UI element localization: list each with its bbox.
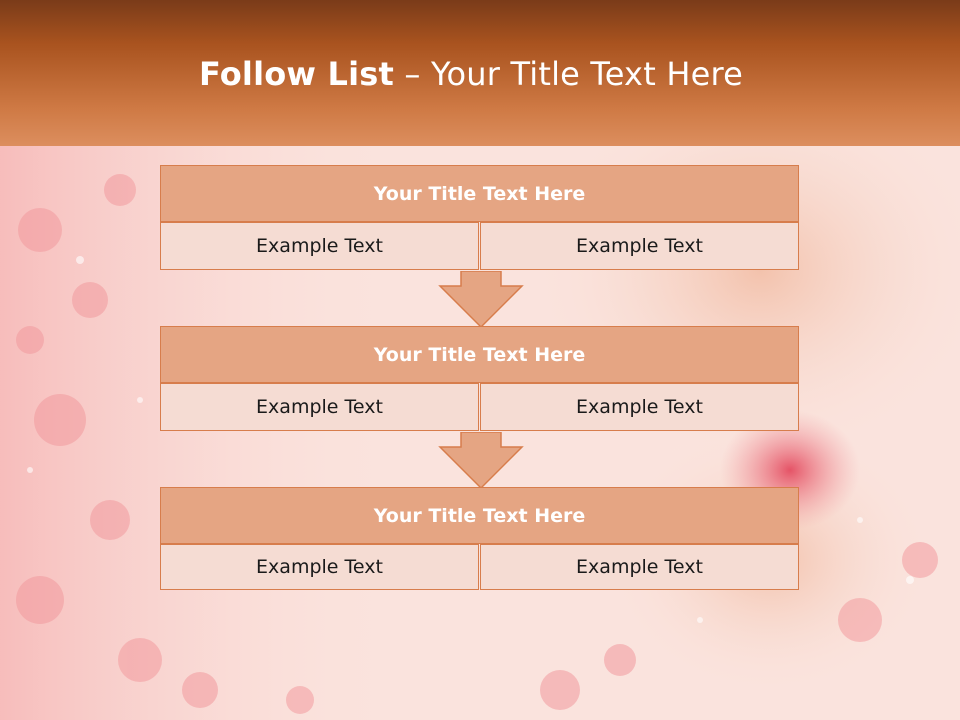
step-cell-right: Example Text bbox=[480, 544, 799, 590]
header-band bbox=[0, 0, 960, 146]
step-heading: Your Title Text Here bbox=[160, 326, 799, 383]
step-cell-right: Example Text bbox=[480, 383, 799, 431]
slide-title: Follow List – Your Title Text Here bbox=[0, 55, 942, 93]
down-arrow-icon bbox=[438, 432, 524, 490]
step-cell-right: Example Text bbox=[480, 222, 799, 270]
slide-title-rest: – Your Title Text Here bbox=[394, 55, 744, 93]
step-heading: Your Title Text Here bbox=[160, 165, 799, 222]
step-heading: Your Title Text Here bbox=[160, 487, 799, 544]
down-arrow-icon bbox=[438, 271, 524, 329]
step-cell-left: Example Text bbox=[160, 383, 479, 431]
slide-title-bold: Follow List bbox=[198, 55, 395, 93]
step-cell-left: Example Text bbox=[160, 544, 479, 590]
step-cell-left: Example Text bbox=[160, 222, 479, 270]
